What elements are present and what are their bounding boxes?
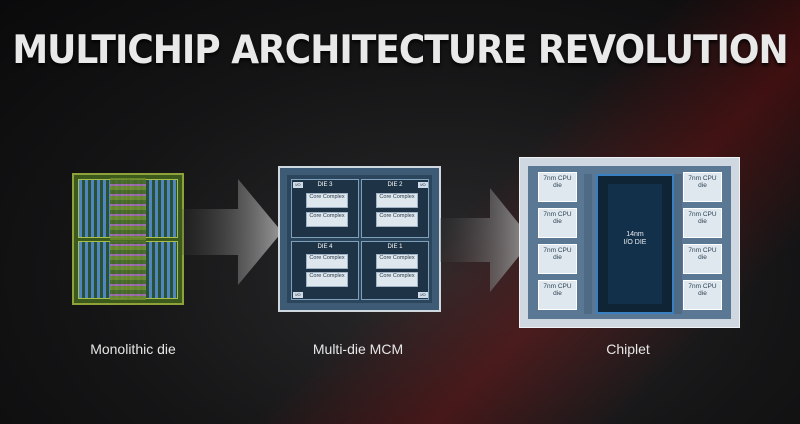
infinity-fabric-link bbox=[674, 174, 682, 314]
caption-chiplet: Chiplet bbox=[606, 341, 650, 357]
mcm-package: DIE 3 I/O Core Complex Core Complex DIE … bbox=[278, 166, 441, 312]
caption-mcm: Multi-die MCM bbox=[312, 341, 404, 357]
mcm-die: DIE 1 I/O Core Complex Core Complex bbox=[361, 241, 429, 300]
io-die-label: 14nm I/O DIE bbox=[598, 231, 672, 247]
core-complex: Core Complex bbox=[306, 272, 348, 287]
cpu-die: 7nm CPU die bbox=[538, 280, 577, 310]
cpu-die: 7nm CPU die bbox=[683, 244, 722, 274]
core-complex: Core Complex bbox=[376, 254, 418, 269]
io-tag: I/O bbox=[418, 182, 428, 188]
cpu-die: 7nm CPU die bbox=[538, 244, 577, 274]
io-tag: I/O bbox=[293, 292, 303, 298]
io-die: 14nm I/O DIE bbox=[596, 174, 674, 314]
caption-monolithic: Monolithic die bbox=[90, 341, 176, 357]
io-die-core bbox=[608, 184, 662, 304]
infinity-fabric-link bbox=[584, 174, 592, 314]
die-label: DIE 2 bbox=[387, 182, 403, 188]
mcm-die: DIE 3 I/O Core Complex Core Complex bbox=[291, 179, 359, 238]
io-tag: I/O bbox=[418, 292, 428, 298]
core-complex: Core Complex bbox=[376, 212, 418, 227]
mcm-die: DIE 4 I/O Core Complex Core Complex bbox=[291, 241, 359, 300]
die-label: DIE 3 bbox=[317, 182, 333, 188]
core-complex: Core Complex bbox=[306, 254, 348, 269]
mcm-substrate: DIE 3 I/O Core Complex Core Complex DIE … bbox=[287, 175, 432, 303]
mcm-die: DIE 2 I/O Core Complex Core Complex bbox=[361, 179, 429, 238]
core-complex: Core Complex bbox=[306, 193, 348, 208]
slide-title: MULTICHIP ARCHITECTURE REVOLUTION bbox=[12, 27, 788, 74]
cpu-die: 7nm CPU die bbox=[683, 172, 722, 202]
arrow-right-icon bbox=[182, 179, 282, 285]
cpu-die: 7nm CPU die bbox=[683, 280, 722, 310]
io-die-process: 14nm bbox=[626, 231, 644, 238]
core-complex: Core Complex bbox=[376, 272, 418, 287]
die-label: DIE 1 bbox=[387, 244, 403, 250]
io-tag: I/O bbox=[293, 182, 303, 188]
die-label: DIE 4 bbox=[317, 244, 333, 250]
cpu-die: 7nm CPU die bbox=[538, 208, 577, 238]
core-complex: Core Complex bbox=[376, 193, 418, 208]
cpu-die: 7nm CPU die bbox=[683, 208, 722, 238]
cpu-die: 7nm CPU die bbox=[538, 172, 577, 202]
monolithic-die-center-logic bbox=[110, 178, 146, 300]
core-complex: Core Complex bbox=[306, 212, 348, 227]
arrow-right-icon bbox=[440, 188, 532, 292]
io-die-name: I/O DIE bbox=[623, 239, 647, 246]
